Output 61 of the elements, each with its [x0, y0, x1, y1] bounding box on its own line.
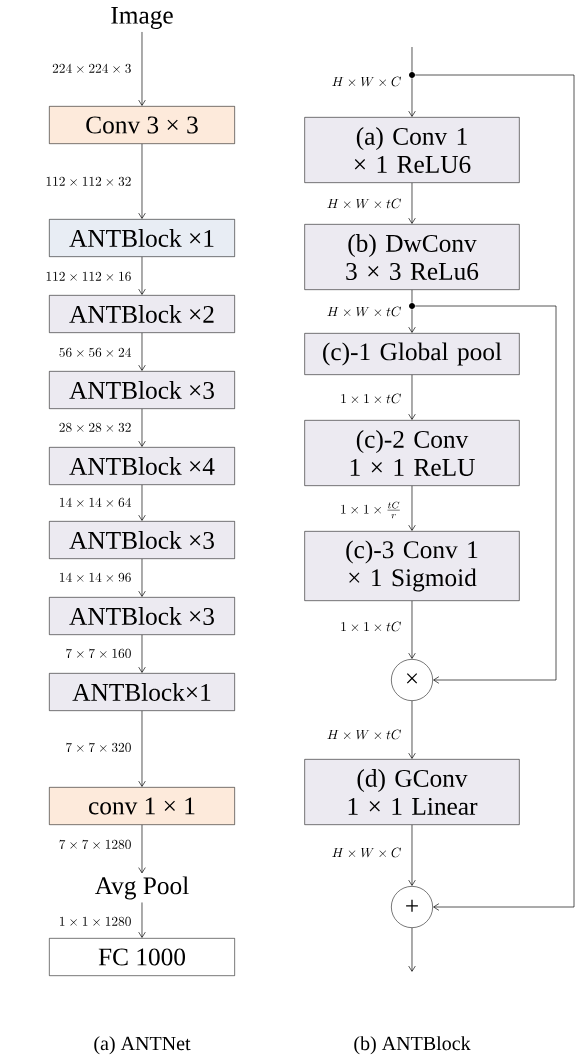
arrow — [408, 700, 416, 759]
arrow — [414, 305, 557, 684]
layer-box: ANTBlock ×4 — [49, 447, 235, 485]
arrow — [138, 31, 146, 106]
layer-label: Image — [111, 7, 173, 29]
edge-label: $H \times W \times C$ — [330, 75, 403, 89]
arrow — [408, 824, 416, 886]
edge-label: $112 \times 112 \times 32$ — [44, 175, 133, 189]
layer-box: ANTBlock ×2 — [49, 295, 235, 333]
arrow — [138, 558, 146, 597]
arrow — [138, 824, 146, 874]
arrow — [138, 332, 146, 371]
edge-label: $1 \times 1 \times \frac{tC}{r}$ — [338, 500, 403, 520]
arrow — [408, 182, 416, 224]
edge-label: $H \times W \times C$ — [330, 846, 403, 860]
edge-label: $H \times W \times tC$ — [325, 305, 403, 319]
edge-label: $28 \times 28 \times 32$ — [57, 421, 133, 435]
arrow — [408, 77, 416, 117]
arrow — [138, 710, 146, 787]
arrow — [414, 74, 575, 911]
arrow — [138, 256, 146, 295]
arrow — [408, 600, 416, 659]
arrow — [408, 308, 416, 333]
edge-label: $1 \times 1 \times tC$ — [338, 620, 403, 634]
layer-box: ANTBlock ×3 — [49, 521, 235, 559]
edge-label: $14 \times 14 \times 64$ — [57, 496, 133, 510]
layer-box: ANTBlock ×3 — [49, 371, 235, 409]
arrow — [138, 634, 146, 673]
arrow — [408, 927, 416, 972]
edge-label: $7 \times 7 \times 320$ — [64, 741, 133, 755]
layer-box: (c)-1 Global pool — [304, 333, 520, 375]
edge-label: $7 \times 7 \times 1280$ — [57, 838, 133, 852]
subfigure-caption: (a) ANTNet — [94, 1036, 191, 1055]
arrow — [408, 485, 416, 531]
layer-box: (a) Conv 1 × 1 ReLU6 — [304, 117, 520, 183]
layer-box: (d) GConv 1 × 1 Linear — [304, 759, 520, 825]
subfigure-caption: (b) ANTBlock — [354, 1036, 471, 1055]
layer-box: conv 1 × 1 — [49, 787, 235, 825]
edge-label: $112 \times 112 \times 16$ — [44, 270, 133, 284]
edge-label: $14 \times 14 \times 96$ — [57, 571, 133, 585]
layer-box: ANTBlock×1 — [49, 673, 235, 711]
arrow — [138, 408, 146, 447]
edge-label: $H \times W \times tC$ — [325, 197, 403, 211]
layer-label: Avg Pool — [95, 876, 189, 900]
edge-label: $1 \times 1 \times 1280$ — [57, 915, 133, 929]
edge-label: $H \times W \times tC$ — [325, 728, 403, 742]
arrow — [138, 484, 146, 521]
layer-box: ANTBlock ×1 — [49, 219, 235, 257]
edge-label: $1 \times 1 \times tC$ — [338, 392, 403, 406]
layer-box: (c)-3 Conv 1 × 1 Sigmoid — [304, 531, 520, 601]
arrow — [138, 902, 146, 938]
edge-label: $7 \times 7 \times 160$ — [64, 647, 133, 661]
layer-box: (c)-2 Conv 1 × 1 ReLU — [304, 420, 520, 486]
edge-label: $56 \times 56 \times 24$ — [57, 346, 133, 360]
layer-box: (b) DwConv 3 × 3 ReLu6 — [304, 224, 520, 290]
arrow — [138, 143, 146, 219]
arrow — [408, 374, 416, 420]
layer-box: ANTBlock ×3 — [49, 597, 235, 635]
layer-box: FC 1000 — [49, 938, 235, 976]
layer-box: Conv 3 × 3 — [49, 106, 235, 144]
edge-label: $224 \times 224 \times 3$ — [50, 62, 133, 76]
